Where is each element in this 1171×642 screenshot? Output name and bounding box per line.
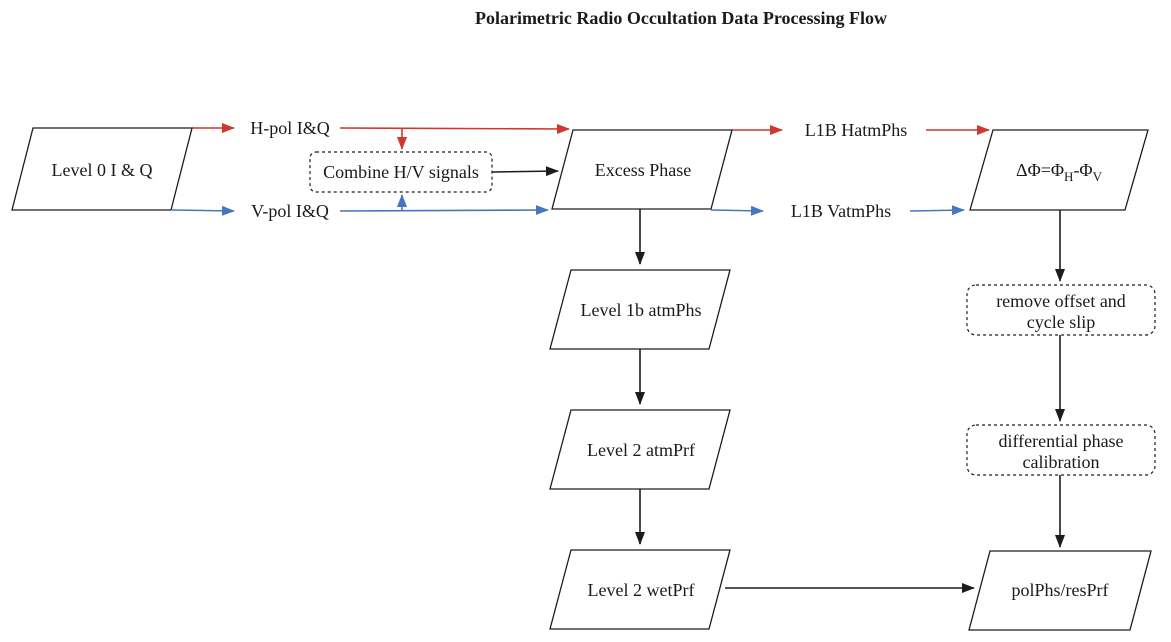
node-deltaphi-formula: ΔΦ=ΦH-ΦV: [1016, 160, 1103, 184]
node-level0-parallelogram: [11, 127, 193, 211]
node-level2-wetprf-label: Level 2 wetPrf: [588, 580, 695, 600]
node-excess-phase-parallelogram: [551, 129, 733, 210]
node-remove-offset-box: [966, 284, 1156, 336]
node-remove-offset-line1: remove offset and: [996, 291, 1126, 311]
node-level2-wetprf-parallelogram: [549, 549, 731, 630]
node-level2-atmprf-label: Level 2 atmPrf: [587, 440, 695, 460]
node-combine-box: [309, 151, 493, 193]
node-diff-cal-box: [966, 424, 1156, 476]
edge-vpol-to-excess: [339, 205, 549, 216]
node-level1b-atmphs-label: Level 1b atmPhs: [581, 300, 702, 320]
edge-vatmphs-from-excess: [710, 205, 764, 216]
edge-label-vpol-iq: V-pol I&Q: [251, 201, 329, 221]
node-combine-label: Combine H/V signals: [323, 162, 479, 182]
edge-label-l1b-hatmphs: L1B HatmPhs: [805, 120, 908, 140]
node-diff-cal-line2: calibration: [1023, 452, 1100, 472]
edge-hpol-to-excess: [339, 123, 570, 134]
node-level1b-atmphs-parallelogram: [549, 269, 731, 350]
node-excess-phase-label: Excess Phase: [595, 160, 691, 180]
node-deltaphi-parallelogram: [969, 129, 1149, 211]
edge-vatmphs-to-deltaphi: [909, 205, 965, 216]
node-diff-cal-line1: differential phase: [998, 431, 1123, 451]
edge-label-l1b-vatmphs: L1B VatmPhs: [791, 201, 891, 221]
diagram-title: Polarimetric Radio Occultation Data Proc…: [475, 8, 887, 28]
edge-vpol-from-level0: [171, 205, 235, 216]
edge-combine-to-excess: [491, 166, 559, 177]
node-level0-label: Level 0 I & Q: [52, 160, 153, 180]
node-polphs-resprf-parallelogram: [968, 550, 1152, 631]
node-remove-offset-line2: cycle slip: [1027, 312, 1095, 332]
edge-label-hpol-iq: H-pol I&Q: [250, 118, 330, 138]
node-level2-atmprf-parallelogram: [549, 409, 731, 490]
node-polphs-resprf-label: polPhs/resPrf: [1011, 580, 1108, 600]
